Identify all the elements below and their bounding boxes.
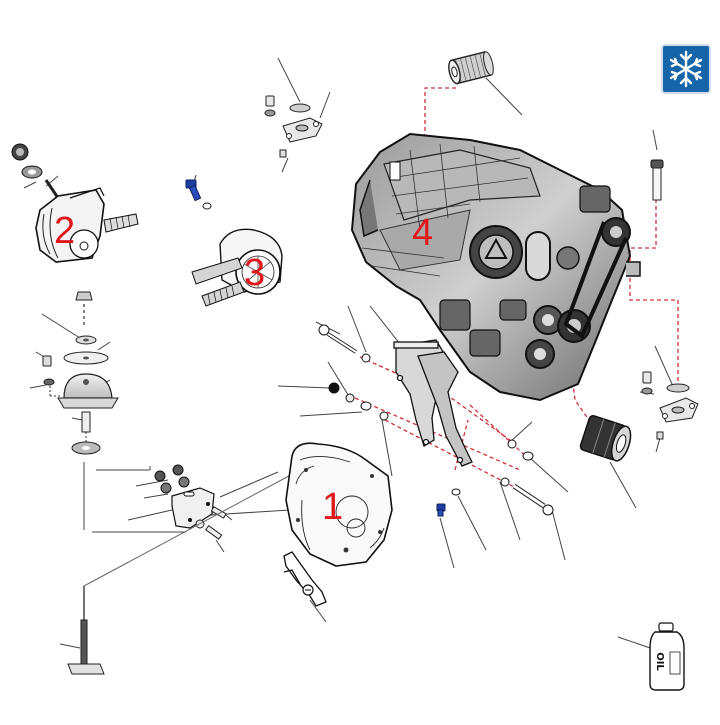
callout-3: 3 (244, 252, 266, 294)
lower-fasteners[interactable] (436, 439, 554, 517)
oil-bottle-label: OIL (653, 652, 665, 671)
engine-mount-2[interactable] (11, 143, 139, 263)
oil-filter[interactable] (447, 51, 495, 85)
rubber-bushing[interactable] (579, 414, 634, 463)
callout-4: 4 (412, 212, 434, 254)
long-bolt-right[interactable] (650, 159, 664, 201)
engine-assembly[interactable] (350, 132, 641, 402)
leader-lines (23, 57, 673, 651)
bracket-fasteners[interactable] (318, 324, 389, 421)
engine-mount-3[interactable] (191, 228, 283, 307)
support-bracket[interactable] (393, 339, 473, 467)
gearbox-housing[interactable] (285, 442, 393, 567)
blue-bolt-mount-3[interactable] (185, 179, 212, 210)
snowflake-icon (669, 50, 703, 88)
snowflake-badge (661, 44, 711, 94)
callout-1: 1 (322, 486, 344, 528)
right-engine-mount[interactable] (641, 371, 699, 440)
oil-bottle[interactable] (649, 622, 685, 691)
small-bracket-assembly[interactable] (154, 464, 227, 540)
callout-2: 2 (54, 210, 76, 252)
top-engine-mount[interactable] (264, 95, 323, 158)
threaded-stud[interactable] (59, 469, 301, 675)
retaining-clip[interactable] (283, 551, 327, 607)
rubber-dome-mount[interactable] (42, 291, 119, 455)
